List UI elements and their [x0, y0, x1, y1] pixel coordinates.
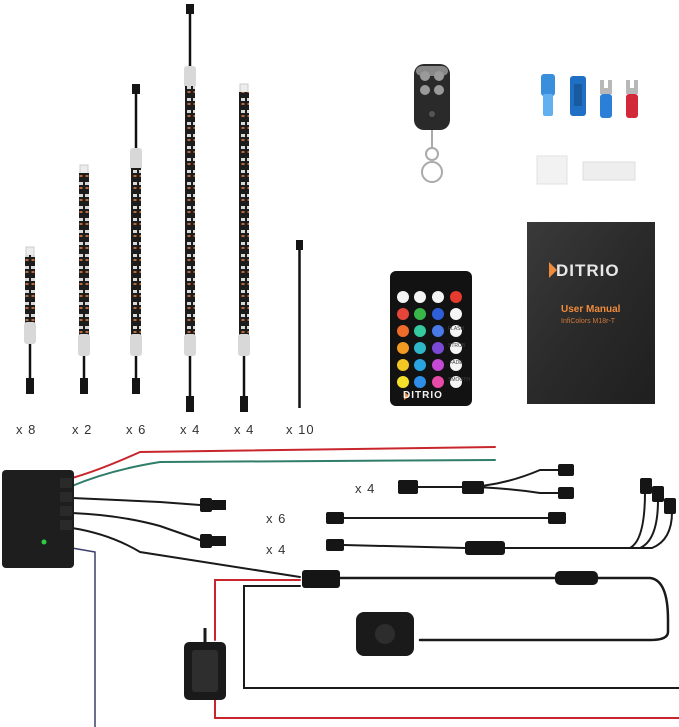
- qty-strip-5: x 4: [234, 422, 255, 437]
- qty-strip-2: x 2: [72, 422, 93, 437]
- adhesive-pads: [536, 155, 636, 185]
- remote-label-smooth: SMOOTH: [448, 377, 470, 383]
- qty-strip-1: x 8: [16, 422, 37, 437]
- led-strip-short: [24, 246, 36, 394]
- manual-title: User Manual: [561, 304, 621, 315]
- user-manual-booklet: [527, 222, 655, 404]
- ir-remote: [390, 271, 472, 406]
- qty-y-splitter: x 4: [355, 481, 376, 496]
- connector-plugs: [200, 464, 676, 588]
- remote-label-strobe: STROB: [448, 343, 466, 349]
- control-box: [2, 470, 74, 568]
- qty-strip-3: x 6: [126, 422, 147, 437]
- remote-label-flash: FLASH: [448, 326, 465, 332]
- remote-brand-logo: DITRIO: [403, 390, 443, 401]
- led-strip-long-2: [238, 83, 250, 412]
- spade-terminal-blue: [600, 80, 612, 118]
- manual-brand-logo: DITRIO: [556, 261, 620, 280]
- inline-switch: [356, 612, 414, 656]
- cable-tie: [296, 240, 303, 408]
- manual-subtitle: InfiColors M18r-T: [561, 318, 616, 325]
- spade-terminal-red: [626, 80, 638, 118]
- key-fob-remote: [414, 64, 450, 183]
- fuse-holder: [184, 628, 226, 700]
- qty-strip-4: x 4: [180, 422, 201, 437]
- led-strip-medium: [78, 164, 90, 394]
- tap-connector: [570, 76, 586, 116]
- wiring-harness: [71, 446, 679, 727]
- butt-connector: [541, 74, 555, 116]
- led-strip-extra-long: [184, 4, 196, 412]
- qty-ext-cable-6: x 6: [266, 511, 287, 526]
- led-strip-long: [130, 84, 142, 394]
- qty-cable-ties: x 10: [286, 422, 315, 437]
- remote-label-fade: FADE: [449, 360, 463, 366]
- qty-ext-cable-4: x 4: [266, 542, 287, 557]
